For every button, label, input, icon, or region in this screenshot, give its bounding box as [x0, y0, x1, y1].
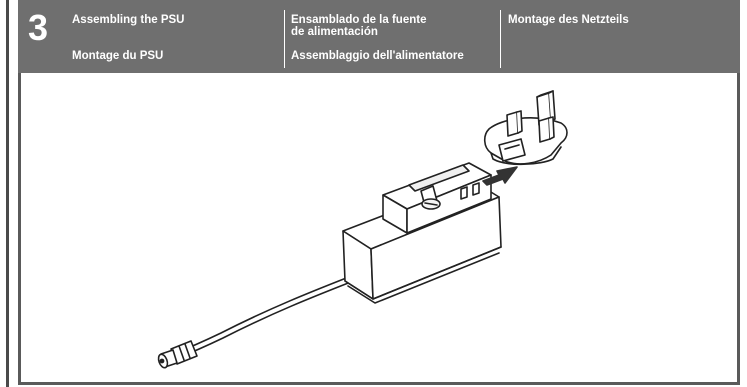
dc-cable-icon [170, 272, 362, 361]
uk-plug-adapter-icon [483, 90, 568, 166]
heading-en: Assembling the PSU [72, 14, 185, 26]
heading-it: Assemblaggio dell'alimentatore [291, 50, 464, 62]
psu-body-icon [342, 162, 502, 304]
dc-barrel-connector-icon [157, 340, 198, 369]
step-header: 3 Assembling the PSU Montage du PSU Ensa… [18, 0, 740, 73]
heading-de: Montage des Netzteils [508, 14, 629, 26]
page-edge [0, 0, 6, 387]
page-spine-line [6, 0, 9, 387]
column-divider [284, 10, 285, 68]
psu-assembly-illustration [157, 90, 568, 369]
heading-es: Ensamblado de la fuente de alimentación [291, 14, 427, 38]
heading-fr: Montage du PSU [72, 50, 164, 62]
insert-arrow-icon [482, 166, 518, 186]
step-number: 3 [28, 7, 49, 48]
column-divider [500, 10, 501, 68]
